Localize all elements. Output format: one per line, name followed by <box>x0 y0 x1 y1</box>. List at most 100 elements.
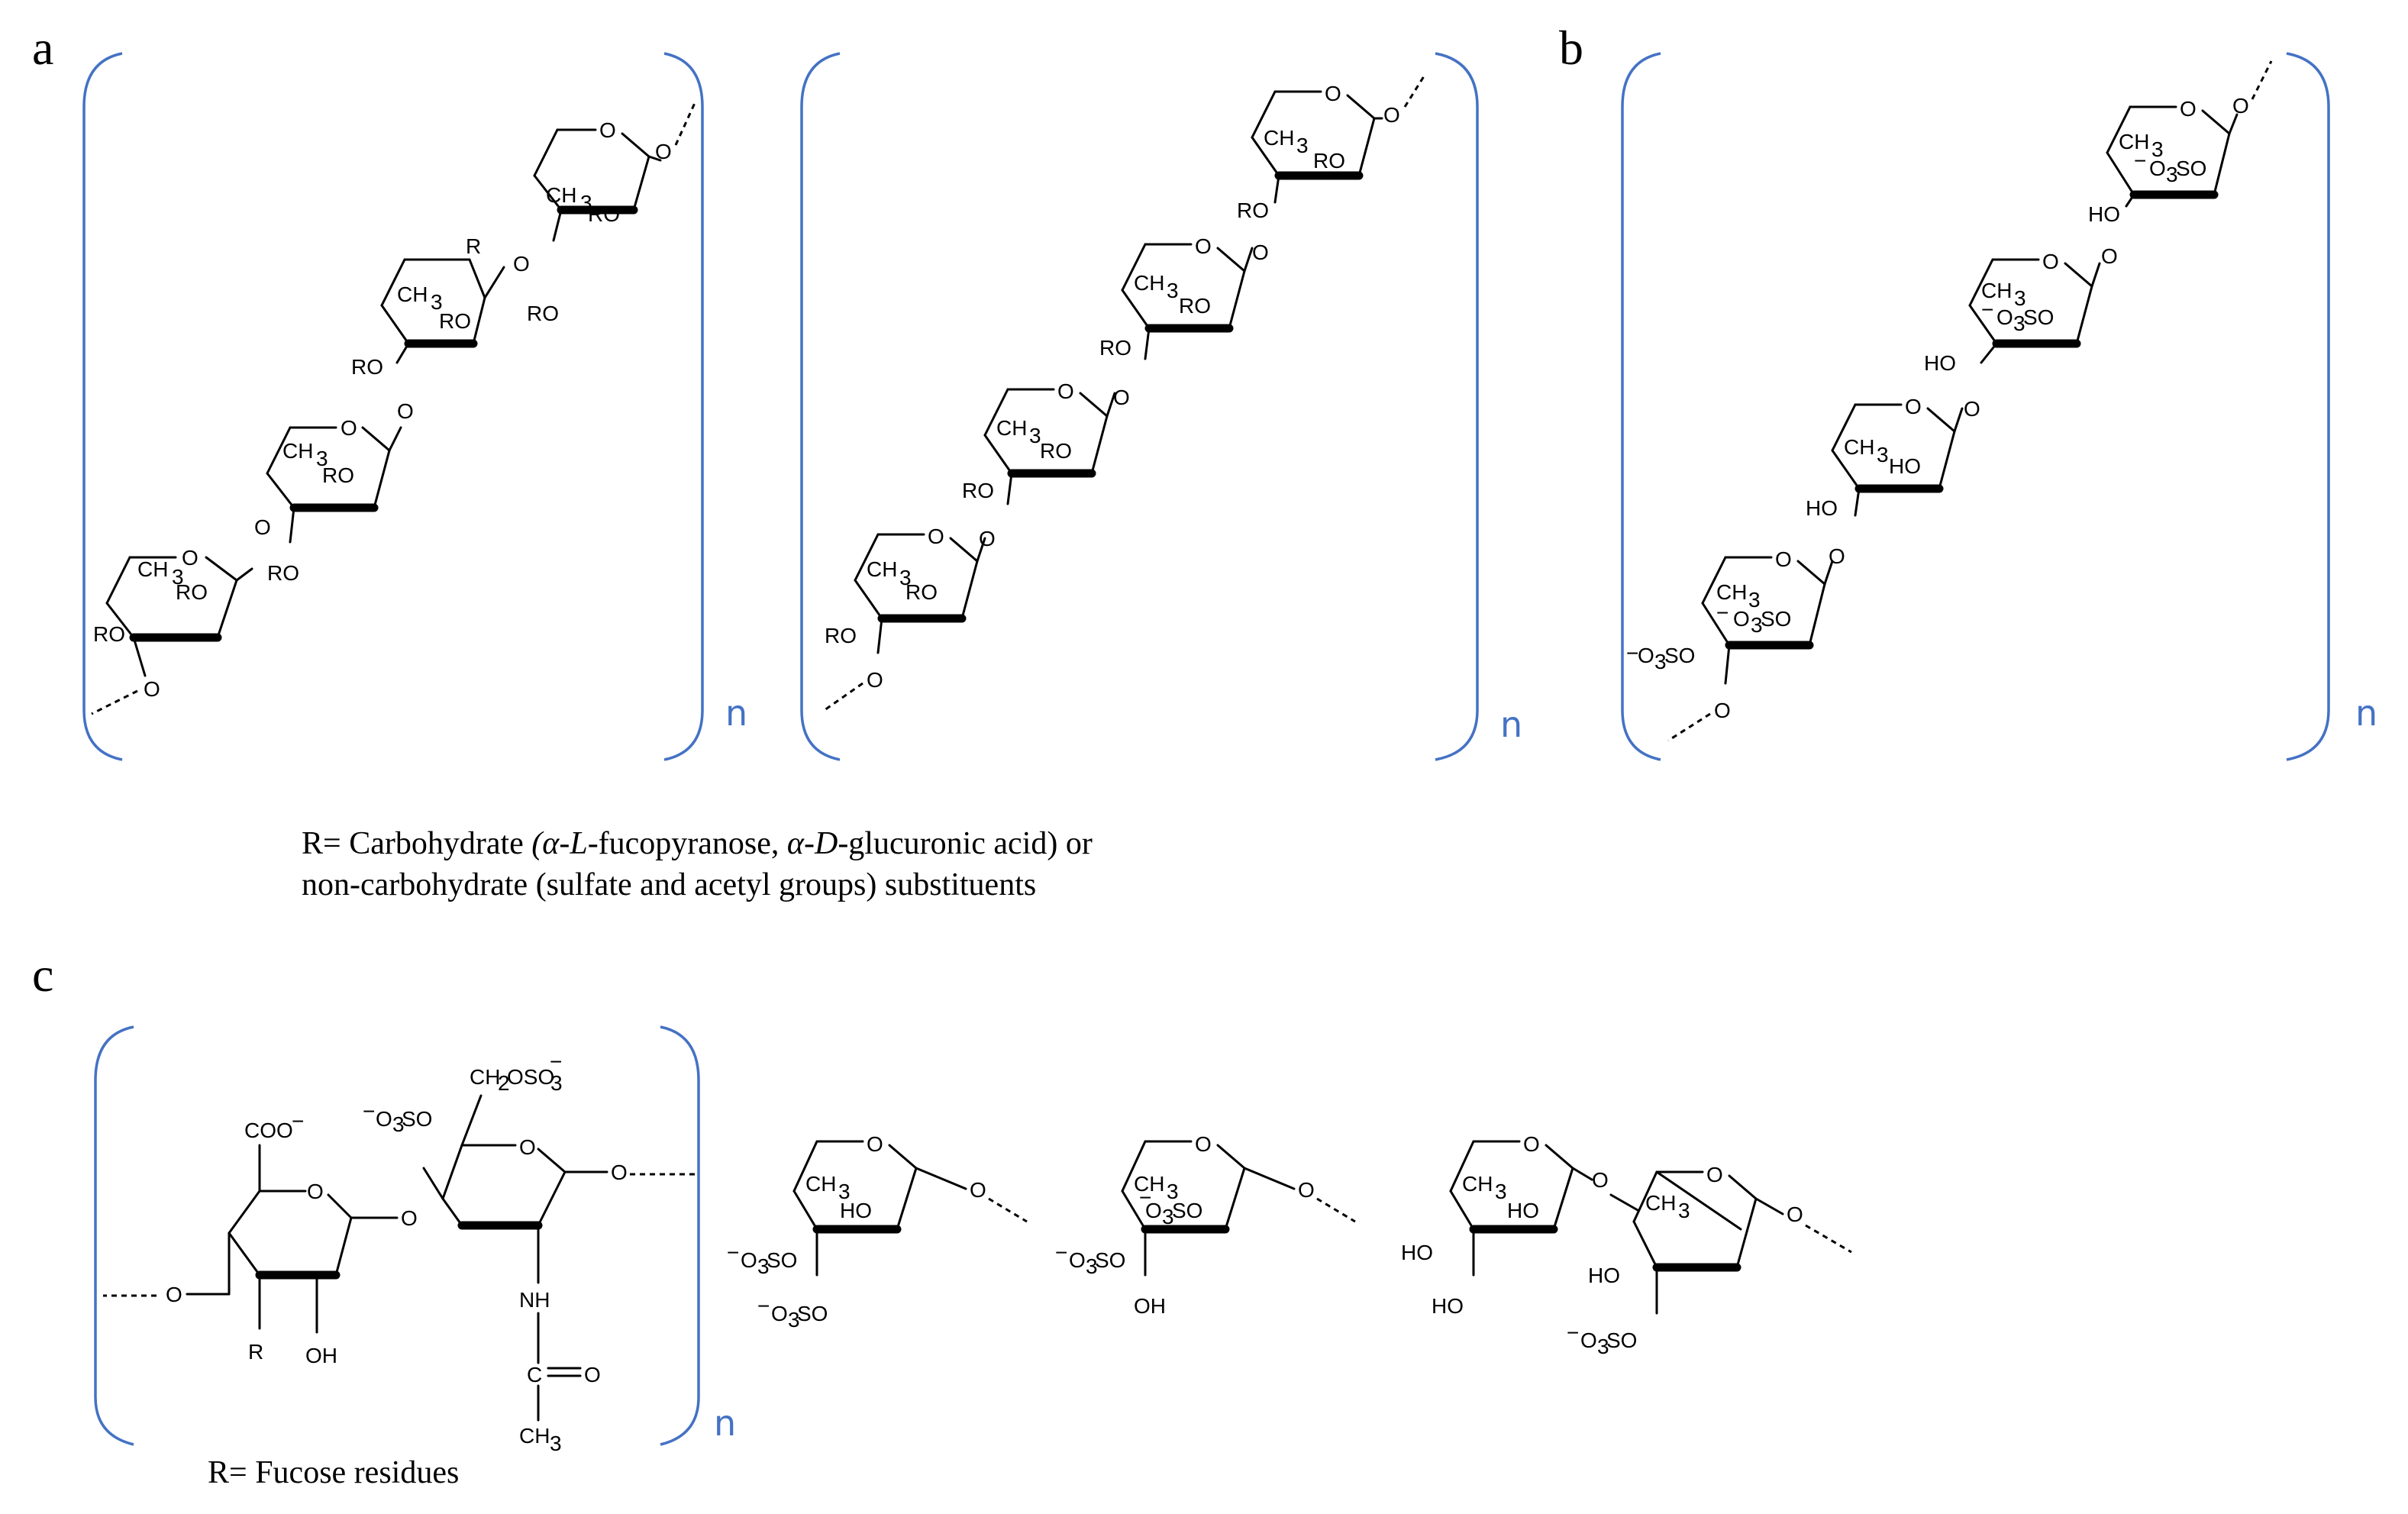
svg-text:CH: CH <box>1716 580 1747 604</box>
svg-text:O: O <box>599 118 616 142</box>
svg-text:O: O <box>376 1107 392 1131</box>
svg-text:R: R <box>466 234 481 258</box>
svg-text:O: O <box>1964 397 1980 421</box>
svg-text:OH: OH <box>1134 1294 1166 1318</box>
svg-text:O: O <box>867 668 883 692</box>
bracket-right-b <box>2286 52 2330 761</box>
svg-text:CH: CH <box>867 557 897 581</box>
svg-text:CH: CH <box>1645 1191 1676 1215</box>
svg-text:CH: CH <box>282 439 313 463</box>
svg-text:SO: SO <box>797 1302 828 1325</box>
svg-text:O: O <box>2042 250 2059 273</box>
svg-text:RO: RO <box>1237 199 1269 222</box>
svg-text:O: O <box>611 1161 628 1184</box>
svg-text:3: 3 <box>2151 137 2164 161</box>
caption-a-line2: non-carbohydrate (sulfate and acetyl gro… <box>302 867 1036 902</box>
svg-text:O: O <box>655 140 672 163</box>
panel-label-c: c <box>32 947 53 1002</box>
svg-text:O: O <box>144 677 160 701</box>
svg-text:RO: RO <box>439 309 471 333</box>
repeat-n-c: n <box>714 1403 736 1444</box>
panel-a-structure-2: n O CH 3 RO RO O O O <box>800 52 1522 761</box>
svg-text:O: O <box>1592 1168 1609 1192</box>
svg-text:O: O <box>254 515 271 539</box>
svg-text:3: 3 <box>580 191 592 215</box>
svg-text:3: 3 <box>431 290 443 314</box>
bracket-right-a2 <box>1435 52 1479 761</box>
svg-text:RO: RO <box>825 624 857 647</box>
svg-text:2: 2 <box>498 1071 510 1095</box>
panel-a-structure-1: n O CH 3 RO RO O O <box>82 52 747 761</box>
panel-label-a: a <box>32 21 53 75</box>
svg-text:SO: SO <box>402 1107 432 1131</box>
svg-text:O: O <box>1580 1328 1597 1352</box>
svg-text:NH: NH <box>519 1288 550 1312</box>
svg-text:O: O <box>979 527 996 550</box>
svg-text:−: − <box>550 1050 562 1073</box>
svg-text:O: O <box>166 1283 182 1306</box>
svg-text:O: O <box>2149 157 2166 180</box>
svg-text:HO: HO <box>2088 202 2120 226</box>
svg-text:3: 3 <box>1296 134 1309 157</box>
svg-text:RO: RO <box>93 622 125 646</box>
svg-text:CH: CH <box>996 416 1027 440</box>
svg-text:RO: RO <box>962 479 994 502</box>
svg-text:CH: CH <box>519 1424 550 1448</box>
bracket-left-c <box>94 1025 134 1446</box>
svg-text:3: 3 <box>1495 1180 1507 1203</box>
svg-text:O: O <box>1113 386 1130 409</box>
svg-text:O: O <box>1383 103 1400 127</box>
svg-text:CH: CH <box>1134 271 1164 295</box>
bracket-right-c <box>660 1025 700 1446</box>
svg-text:CH: CH <box>2119 130 2149 153</box>
svg-text:O: O <box>1145 1199 1162 1222</box>
svg-text:−: − <box>1567 1321 1579 1345</box>
svg-text:RO: RO <box>322 463 354 487</box>
svg-text:3: 3 <box>1654 650 1667 673</box>
svg-text:−: − <box>2134 149 2146 173</box>
svg-text:CH: CH <box>1462 1172 1493 1196</box>
svg-text:O: O <box>1905 395 1922 418</box>
svg-text:O: O <box>1996 305 2013 329</box>
svg-text:SO: SO <box>2023 305 2054 329</box>
svg-text:COO: COO <box>244 1119 293 1142</box>
svg-text:3: 3 <box>2013 312 2025 335</box>
svg-text:O: O <box>1714 699 1731 722</box>
caption-a-line1: R= Carbohydrate (α-L-fucopyranose, α-D-g… <box>302 826 1093 861</box>
svg-text:3: 3 <box>1086 1254 1098 1278</box>
svg-text:O: O <box>1733 607 1750 631</box>
svg-text:−: − <box>1055 1241 1067 1264</box>
svg-text:OSO: OSO <box>507 1065 554 1089</box>
svg-text:RO: RO <box>1313 149 1345 173</box>
svg-text:3: 3 <box>2014 286 2026 310</box>
svg-text:HO: HO <box>1401 1241 1433 1264</box>
svg-text:CH: CH <box>397 282 428 306</box>
svg-text:3: 3 <box>1029 424 1041 447</box>
svg-text:RO: RO <box>527 302 559 325</box>
svg-text:O: O <box>1325 82 1341 105</box>
svg-text:CH: CH <box>1264 126 1294 150</box>
svg-text:O: O <box>741 1248 757 1272</box>
svg-text:O: O <box>397 399 414 423</box>
svg-text:R: R <box>248 1340 263 1364</box>
repeat-n-a2: n <box>1500 704 1522 745</box>
svg-text:−: − <box>1716 601 1729 625</box>
svg-text:CH: CH <box>1844 435 1874 459</box>
svg-text:O: O <box>341 416 357 440</box>
svg-text:RO: RO <box>176 580 208 604</box>
svg-text:O: O <box>1057 379 1074 403</box>
svg-text:SO: SO <box>1761 607 1791 631</box>
svg-text:O: O <box>1787 1202 1803 1226</box>
svg-text:O: O <box>519 1135 536 1159</box>
svg-text:O: O <box>1523 1132 1540 1156</box>
svg-text:3: 3 <box>788 1308 800 1332</box>
svg-text:3: 3 <box>1877 443 1889 466</box>
svg-text:3: 3 <box>899 566 912 589</box>
svg-text:O: O <box>970 1178 986 1202</box>
svg-text:O: O <box>182 546 199 570</box>
svg-text:CH: CH <box>470 1065 500 1089</box>
panel-c-structure: n O COO − O R OH O <box>94 1025 1852 1455</box>
svg-text:3: 3 <box>1678 1199 1690 1222</box>
svg-text:−: − <box>727 1241 739 1264</box>
svg-text:HO: HO <box>840 1199 872 1222</box>
